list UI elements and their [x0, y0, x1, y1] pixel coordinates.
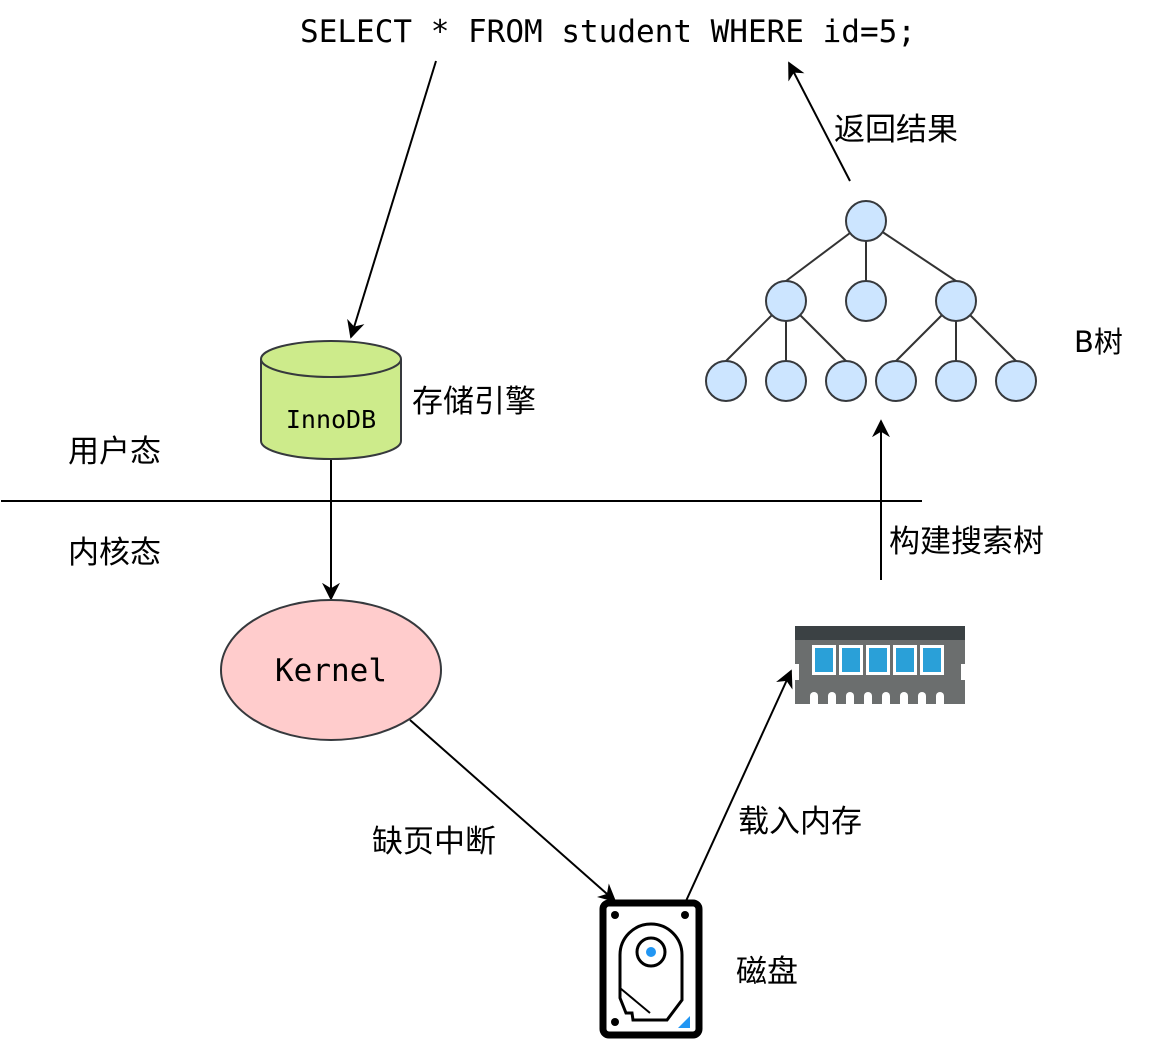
user-mode-label: 用户态	[68, 434, 161, 470]
sql-query: SELECT * FROM student WHERE id=5;	[300, 14, 916, 50]
innodb-label: InnoDB	[286, 405, 376, 434]
btree-leaf-node	[935, 360, 977, 402]
arrow-btree-to-result	[788, 61, 851, 182]
return-result-label: 返回结果	[834, 112, 958, 148]
hard-drive-icon[interactable]	[599, 899, 703, 1039]
page-fault-label: 缺页中断	[372, 824, 496, 860]
innodb-cylinder[interactable]: InnoDB	[260, 340, 402, 460]
kernel-label: Kernel	[275, 653, 387, 689]
btree-node	[935, 280, 977, 322]
disk-label: 磁盘	[736, 954, 798, 990]
kernel-node[interactable]: Kernel	[220, 599, 442, 741]
load-memory-label: 载入内存	[738, 804, 862, 840]
btree-leaf-node	[705, 360, 747, 402]
arrow-query-to-innodb	[347, 60, 437, 339]
kernel-mode-label: 内核态	[68, 535, 161, 571]
ram-icon[interactable]	[795, 626, 965, 704]
btree-node	[765, 280, 807, 322]
build-search-tree-label: 构建搜索树	[889, 524, 1044, 560]
btree-root-node	[845, 200, 887, 242]
btree-leaf-node	[765, 360, 807, 402]
btree-diagram[interactable]	[705, 200, 1037, 402]
storage-engine-label: 存储引擎	[412, 384, 536, 420]
btree-node	[845, 280, 887, 322]
btree-label: B树	[1074, 325, 1123, 359]
arrow-kernel-to-disk	[409, 719, 617, 903]
btree-leaf-node	[825, 360, 867, 402]
btree-leaf-node	[875, 360, 917, 402]
btree-leaf-node	[995, 360, 1037, 402]
arrow-disk-to-memory	[685, 669, 793, 902]
